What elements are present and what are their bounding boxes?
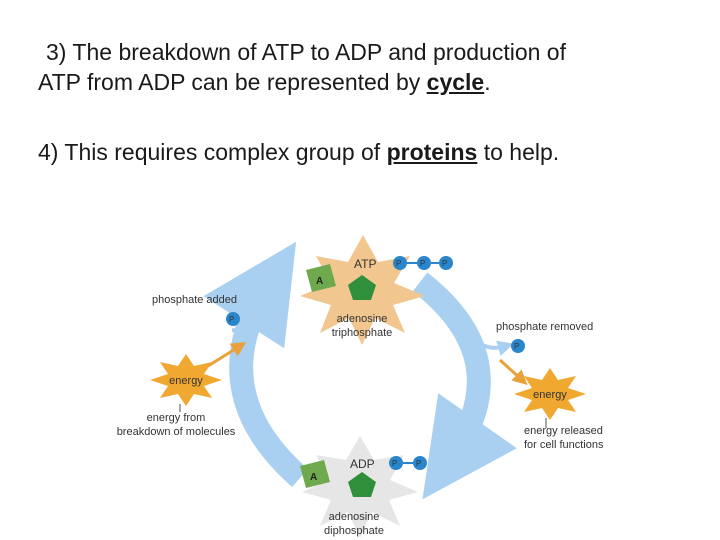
phosphate-1-icon: [389, 456, 403, 470]
phosphate-added-icon: [226, 312, 240, 326]
keyword-proteins: proteins: [386, 139, 478, 165]
phosphate-3-icon: [439, 256, 453, 270]
point-3-line-2: ATP from ADP can be represented by cycle…: [38, 68, 708, 98]
phosphate-label: P: [514, 342, 519, 351]
phosphate-removed-label: phosphate removed: [496, 321, 593, 333]
point-3-text: 3) The breakdown of ATP to ADP and produ…: [38, 38, 708, 98]
adp-name-line-2: diphosphate: [324, 525, 384, 537]
atp-label: ATP: [354, 257, 376, 271]
phosphate-label: P: [396, 259, 401, 268]
energy-released-starburst: [514, 368, 586, 420]
energy-from-line-2: breakdown of molecules: [117, 426, 236, 438]
atp-adenine-label: A: [316, 276, 323, 287]
phosphate-2-icon: [413, 456, 427, 470]
adp-label: ADP: [350, 457, 375, 471]
energy-input-label: energy: [169, 375, 203, 387]
phosphate-label: P: [420, 259, 425, 268]
phosphate-2-icon: [417, 256, 431, 270]
phosphate-added-group: phosphate added P: [152, 294, 274, 333]
cycle-arrow-right: [412, 272, 517, 500]
ribose-icon: [348, 472, 376, 497]
phosphate-label: P: [416, 459, 421, 468]
energy-input-arrow: [207, 342, 247, 368]
energy-input-starburst: [150, 354, 222, 406]
phosphate-1-icon: [393, 256, 407, 270]
atp-name-line-1: adenosine: [337, 313, 388, 325]
energy-from-line-1: energy from: [147, 412, 206, 424]
adp-adenine-label: A: [310, 472, 317, 483]
point-3-period: .: [484, 68, 491, 95]
energy-released-line-1: energy released: [524, 425, 603, 437]
ribose-icon: [348, 275, 376, 300]
adp-name-line-1: adenosine: [329, 511, 380, 523]
phosphate-label: P: [229, 315, 234, 324]
energy-released-group: energy energy released for cell function…: [498, 358, 604, 451]
phosphate-removed-arrow: [472, 336, 514, 356]
adenine-icon: [300, 460, 330, 488]
keyword-cycle: cycle: [426, 68, 485, 95]
phosphate-added-arrow: [231, 309, 274, 333]
adenine-icon: [306, 264, 336, 292]
point-4-text-end: to help.: [477, 139, 560, 165]
phosphate-label: P: [442, 259, 447, 268]
energy-released-arrow: [498, 358, 528, 386]
phosphate-removed-group: phosphate removed P: [472, 321, 593, 356]
point-3-line-2-text: ATP from ADP can be represented by: [38, 68, 427, 95]
energy-released-line-2: for cell functions: [524, 439, 604, 451]
point-3-line-1: 3) The breakdown of ATP to ADP and produ…: [46, 39, 566, 65]
adp-molecule: A ADP P P adenosine diphosphate: [300, 436, 427, 538]
point-4-text-start: 4) This requires complex group of: [38, 139, 387, 165]
atp-molecule: A ATP P P P adenosine triphosphate: [300, 235, 453, 345]
phosphate-label: P: [392, 459, 397, 468]
energy-released-starburst-label: energy: [533, 389, 567, 401]
atp-name-line-2: triphosphate: [332, 327, 393, 339]
phosphate-removed-icon: [511, 339, 525, 353]
phosphate-added-label: phosphate added: [152, 294, 237, 306]
cycle-arrow-left: [203, 241, 309, 488]
energy-input-group: energy energy from breakdown of molecule…: [117, 342, 247, 438]
point-4-text: 4) This requires complex group of protei…: [38, 138, 708, 168]
